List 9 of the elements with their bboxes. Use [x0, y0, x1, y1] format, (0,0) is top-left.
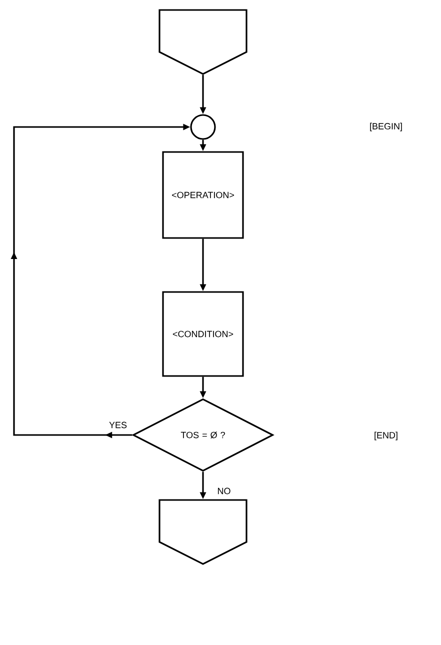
process-box: <CONDITION>: [162, 291, 244, 377]
connector-circle: [190, 114, 216, 140]
phase-label: [END]: [374, 432, 398, 440]
off-page-connector: [158, 9, 248, 75]
edge-label: YES: [108, 420, 128, 430]
off-page-connector: [158, 499, 248, 565]
edge-label: NO: [216, 486, 232, 496]
process-box: <OPERATION>: [162, 151, 244, 239]
phase-label: [BEGIN]: [370, 122, 402, 132]
